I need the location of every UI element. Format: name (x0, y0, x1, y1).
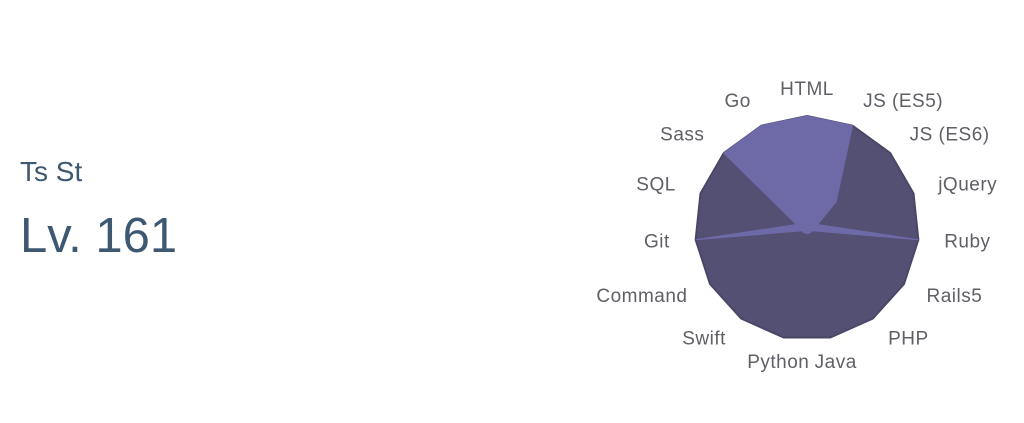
radar-axis-label-command: Command (596, 286, 687, 307)
radar-axis-label-java: Java (815, 352, 857, 373)
radar-axis-label-html: HTML (780, 79, 834, 100)
radar-axis-label-sql: SQL (636, 174, 676, 195)
radar-axis-label-ruby: Ruby (944, 231, 990, 252)
profile-panel: Ts St Lv. 161 (20, 158, 177, 261)
radar-axis-label-git: Git (644, 231, 670, 252)
user-name: Ts St (20, 156, 83, 187)
radar-axis-label-sass: Sass (660, 125, 704, 146)
radar-axis-label-js-es6: JS (ES6) (910, 125, 990, 146)
radar-axis-label-js-es5: JS (ES5) (863, 91, 943, 112)
radar-axis-label-php: PHP (888, 329, 929, 350)
radar-axis-label-swift: Swift (682, 329, 726, 350)
radar-axis-label-go: Go (725, 91, 751, 112)
radar-axis-label-python: Python (747, 352, 809, 373)
user-level: Lv. 161 (20, 209, 178, 263)
radar-axis-label-rails5: Rails5 (927, 286, 983, 307)
radar-axis-label-jquery: jQuery (937, 174, 997, 195)
radar-skill-polygon (695, 115, 919, 241)
